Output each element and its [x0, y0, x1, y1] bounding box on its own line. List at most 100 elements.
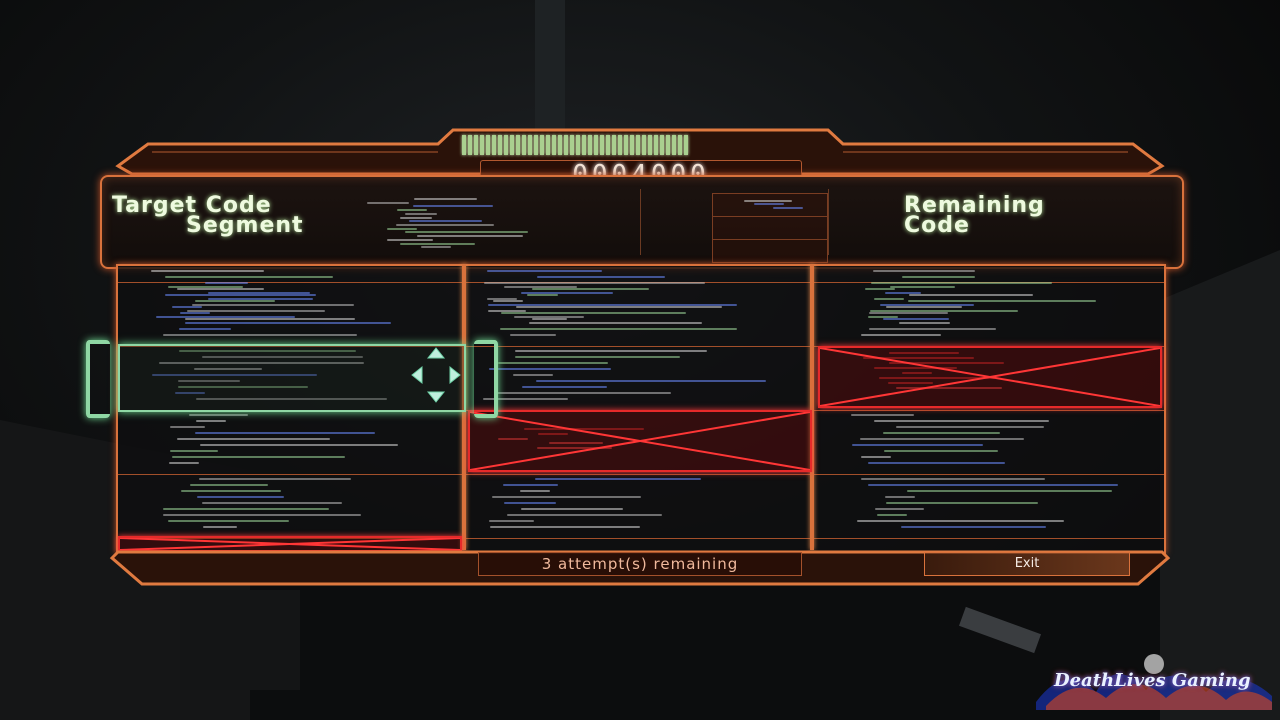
- progress-segment: [546, 135, 550, 155]
- code-text-line: [871, 282, 1052, 284]
- code-text-line: [869, 312, 948, 314]
- code-text-line: [397, 209, 427, 212]
- progress-segment: [498, 135, 502, 155]
- code-text-line: [170, 426, 205, 428]
- code-text-line: [513, 374, 553, 376]
- code-text-line: [902, 276, 975, 278]
- code-text-line: [901, 526, 1046, 528]
- code-text-line: [877, 514, 907, 516]
- remaining-code-title-line1: Remaining: [904, 193, 1045, 218]
- code-text-line: [496, 392, 671, 394]
- progress-segment: [504, 135, 508, 155]
- progress-segment: [510, 135, 514, 155]
- code-text-line: [532, 288, 649, 290]
- selector-left-bracket: [86, 340, 110, 418]
- code-text-line: [208, 292, 310, 294]
- code-text-line: [163, 514, 361, 516]
- code-text-line: [172, 456, 345, 458]
- code-text-line: [870, 310, 1018, 312]
- code-text-line: [387, 227, 417, 230]
- remaining-code-slot: [712, 239, 828, 263]
- exit-button[interactable]: Exit: [924, 552, 1130, 576]
- code-text-line: [885, 496, 915, 498]
- code-text-line: [886, 306, 962, 308]
- code-text-line: [488, 304, 737, 306]
- code-text-line: [489, 520, 534, 522]
- code-text-line: [902, 372, 932, 374]
- code-text-line: [865, 288, 895, 290]
- progress-segment: [534, 135, 538, 155]
- code-text-line: [156, 316, 295, 318]
- code-text-line: [536, 380, 766, 382]
- progress-segment: [528, 135, 532, 155]
- watermark-flames: [1036, 654, 1272, 710]
- progress-segment: [492, 135, 496, 155]
- progress-segment: [468, 135, 472, 155]
- code-text-line: [487, 270, 602, 272]
- code-text-line: [488, 310, 526, 312]
- code-text-line: [203, 526, 237, 528]
- code-text-line: [549, 442, 603, 445]
- code-text-line: [483, 398, 568, 400]
- code-text-line: [178, 380, 240, 382]
- target-code-title-line2: Segment: [186, 213, 304, 238]
- code-text-line: [744, 200, 792, 202]
- code-text-line: [175, 392, 205, 394]
- code-text-line: [202, 356, 363, 358]
- progress-segment: [558, 135, 562, 155]
- code-text-line: [196, 398, 387, 400]
- code-text-line: [492, 496, 641, 498]
- code-text-line: [538, 432, 568, 435]
- code-text-line: [400, 242, 475, 245]
- progress-segment: [582, 135, 586, 155]
- code-text-line: [873, 270, 975, 272]
- code-text-line: [208, 298, 313, 300]
- code-text-line: [516, 306, 722, 308]
- header-panel: [100, 175, 1184, 269]
- code-text-line: [177, 438, 330, 440]
- attempts-remaining: 3 attempt(s) remaining: [478, 552, 802, 576]
- code-text-line: [889, 352, 959, 354]
- progress-segment: [618, 135, 622, 155]
- progress-segment: [684, 135, 688, 155]
- watermark-text: DeathLives Gaming: [1054, 670, 1251, 691]
- progress-segment: [660, 135, 664, 155]
- move-arrows-icon[interactable]: [410, 346, 462, 404]
- progress-segment: [486, 135, 490, 155]
- progress-segment: [594, 135, 598, 155]
- code-text-line: [851, 414, 914, 416]
- cross-mark-icon: [470, 412, 810, 470]
- code-text-line: [178, 386, 308, 388]
- code-text-line: [202, 502, 342, 504]
- code-text-line: [405, 212, 437, 215]
- code-text-line: [185, 318, 355, 320]
- code-selector[interactable]: [118, 344, 466, 412]
- code-text-line: [179, 350, 356, 352]
- progress-segment: [522, 135, 526, 155]
- code-text-line: [205, 282, 248, 284]
- code-text-line: [529, 322, 702, 324]
- code-text-line: [409, 220, 482, 223]
- code-text-line: [189, 414, 248, 416]
- code-text-line: [177, 288, 264, 290]
- code-text-line: [400, 216, 432, 219]
- code-text-line: [172, 306, 202, 308]
- code-text-line: [537, 447, 612, 450]
- code-text-line: [413, 205, 493, 208]
- top-frame: [108, 126, 1172, 190]
- progress-segment: [678, 135, 682, 155]
- code-text-line: [194, 368, 262, 370]
- code-text-line: [510, 334, 556, 336]
- cross-mark-icon: [120, 538, 460, 550]
- remaining-code-slot: [712, 216, 828, 240]
- code-text-line: [187, 310, 325, 312]
- crossed-out-code-cell: [468, 410, 812, 472]
- code-text-line: [195, 300, 275, 302]
- progress-segment: [606, 135, 610, 155]
- code-text-line: [868, 316, 898, 318]
- grid-row-line: [118, 474, 1164, 475]
- code-text-line: [863, 357, 974, 359]
- code-text-line: [874, 420, 1049, 422]
- progress-segment: [588, 135, 592, 155]
- code-text-line: [883, 432, 1000, 434]
